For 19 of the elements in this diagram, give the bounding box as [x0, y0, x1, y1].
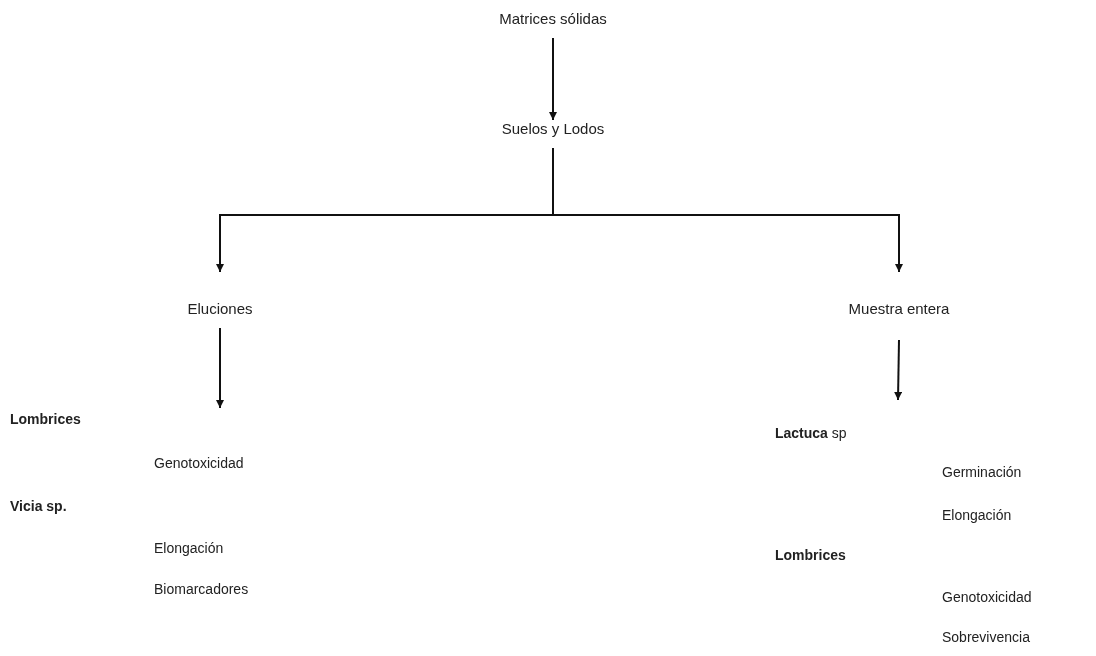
list-item: Germinación	[942, 463, 1022, 481]
list-item: Genotoxicidad	[942, 588, 1032, 606]
list-item: Elongación	[154, 539, 224, 557]
list-heading: Vicia sp.	[10, 497, 67, 515]
arrow	[552, 147, 903, 273]
list-heading: Lactuca sp	[775, 424, 847, 442]
list-heading: Lombrices	[775, 546, 846, 564]
list-heading: Lombrices	[10, 410, 81, 428]
arrow	[894, 339, 903, 401]
list-item: Elongación	[942, 506, 1012, 524]
list-item: Biomarcadores	[154, 580, 249, 598]
node-label: Matrices sólidas	[499, 10, 607, 28]
node-label: Muestra entera	[848, 300, 950, 318]
list-item: Genotoxicidad	[154, 454, 244, 472]
arrow	[549, 37, 557, 121]
arrow	[216, 327, 224, 409]
list-item: Sobrevivencia	[942, 628, 1030, 646]
node-label: Suelos y Lodos	[501, 120, 605, 138]
node-label: Eluciones	[187, 300, 253, 318]
